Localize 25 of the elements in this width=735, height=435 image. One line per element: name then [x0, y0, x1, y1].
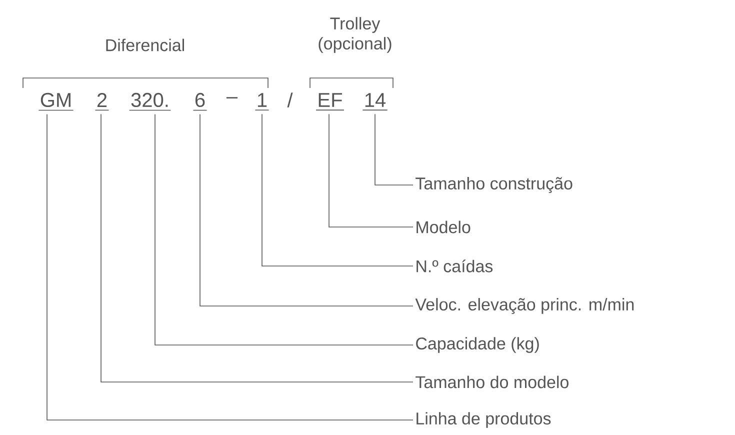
leader-line: [328, 114, 414, 228]
description-text: Tamanho construção: [416, 177, 572, 193]
code-segment: EF: [316, 93, 344, 110]
code-segment: 2: [94, 93, 110, 111]
code-segment: 14: [362, 93, 388, 110]
code-segment: 6: [192, 92, 208, 111]
description-text: Veloc. elevação princ. m/min: [415, 298, 634, 314]
leader-line: [374, 114, 414, 186]
label-text: –: [226, 97, 238, 98]
leader-line: [46, 114, 414, 420]
leader-line: [154, 114, 414, 346]
label-text: Diferencial: [106, 38, 184, 52]
description-text: Capacidade (kg): [416, 337, 539, 353]
code-segment: GM: [38, 92, 74, 111]
label-text: /: [287, 92, 293, 108]
leader-line: [262, 114, 414, 266]
description-text: N.º caídas: [416, 260, 493, 272]
description-text: Modelo: [416, 220, 470, 234]
description-text: Linha de produtos: [416, 412, 551, 428]
leader-line: [100, 114, 414, 382]
label-text: Trolley (opcional): [318, 17, 392, 53]
code-segment: 1: [254, 93, 270, 110]
description-text: Tamanho do modelo: [416, 376, 568, 388]
code-segment: 320.: [128, 92, 172, 111]
leader-line: [200, 114, 414, 306]
